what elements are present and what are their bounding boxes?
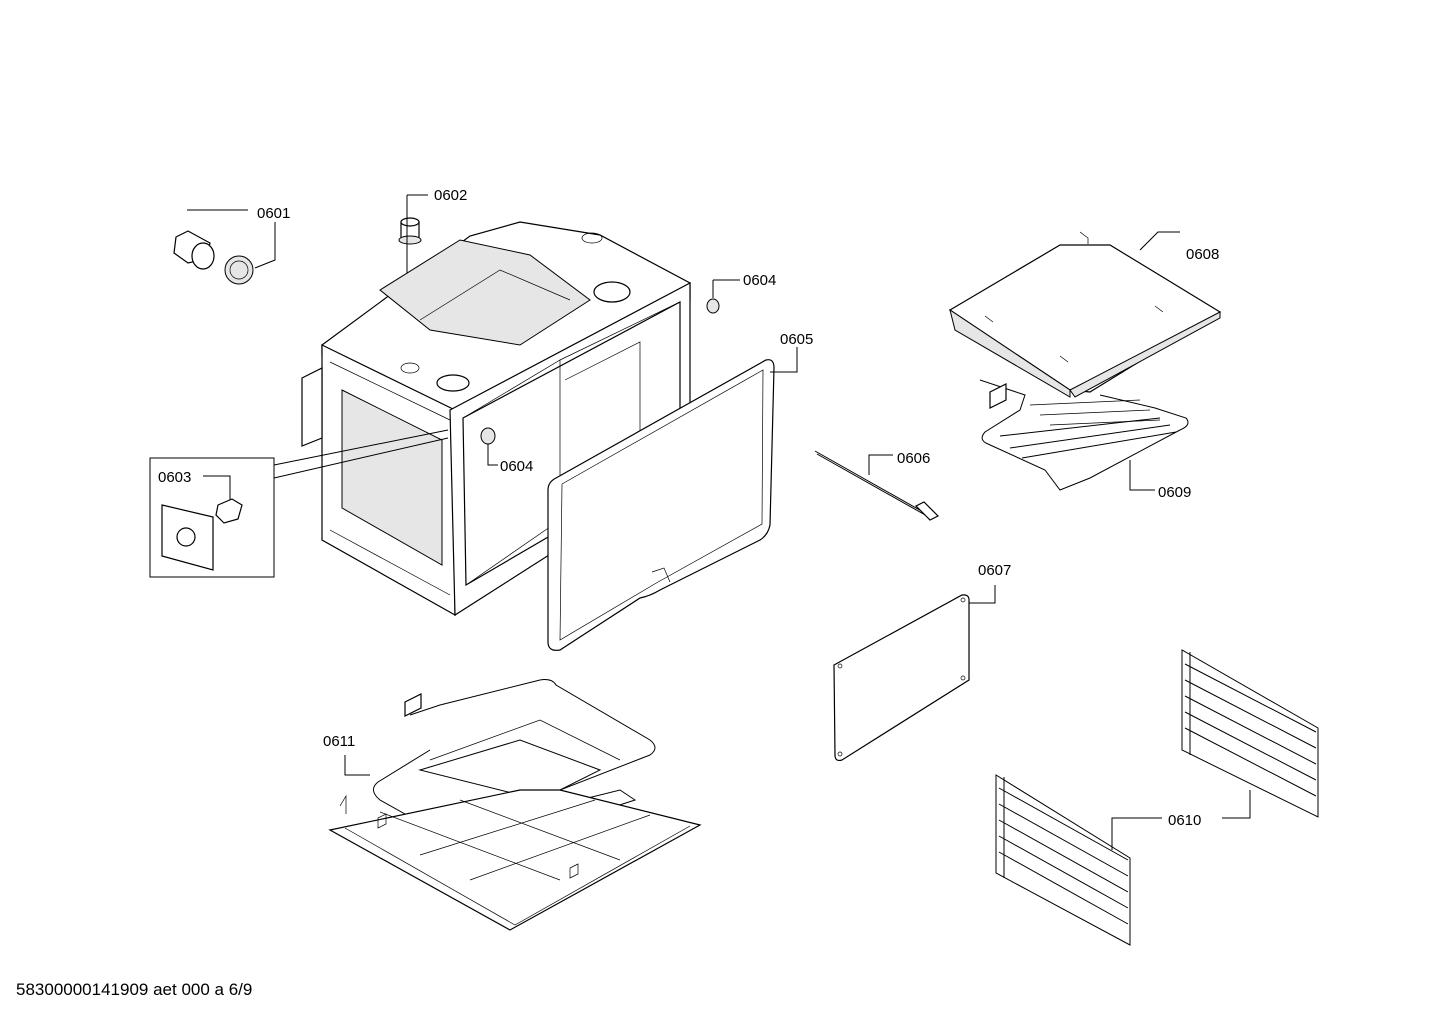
part-0610-side-rack-right — [1181, 649, 1319, 819]
callout-0606: 0606 — [897, 450, 930, 467]
document-footer-id: 58300000141909 aet 000 a 6/9 — [16, 980, 253, 999]
callout-0605: 0605 — [780, 331, 813, 348]
part-0607-panel — [833, 585, 996, 762]
part-0602-vent — [398, 194, 428, 285]
part-0604-bushing-top — [706, 279, 740, 314]
callout-0602: 0602 — [434, 187, 467, 204]
part-0608-top-plate — [948, 231, 1222, 398]
callout-0609: 0609 — [1158, 484, 1191, 501]
callout-0610: 0610 — [1168, 812, 1201, 829]
callout-0604-top: 0604 — [743, 272, 776, 289]
part-0611-bottom-heater — [344, 679, 656, 851]
part-0604-bushing-front — [480, 427, 498, 466]
base-tray — [328, 789, 702, 931]
part-0601-lamp — [173, 209, 276, 285]
part-0609-top-heater — [979, 379, 1189, 491]
part-0603-inset — [149, 429, 449, 578]
part-0605-door-seal — [547, 347, 798, 651]
callout-0601: 0601 — [257, 205, 290, 222]
callout-0604-front: 0604 — [500, 458, 533, 475]
callout-0607: 0607 — [978, 562, 1011, 579]
oven-cavity — [301, 221, 691, 617]
part-0606-sensor — [814, 450, 940, 521]
callout-0603: 0603 — [158, 469, 191, 486]
callout-0611: 0611 — [323, 733, 355, 750]
callout-0608: 0608 — [1186, 246, 1219, 263]
part-0610-side-rack-left — [995, 774, 1162, 946]
